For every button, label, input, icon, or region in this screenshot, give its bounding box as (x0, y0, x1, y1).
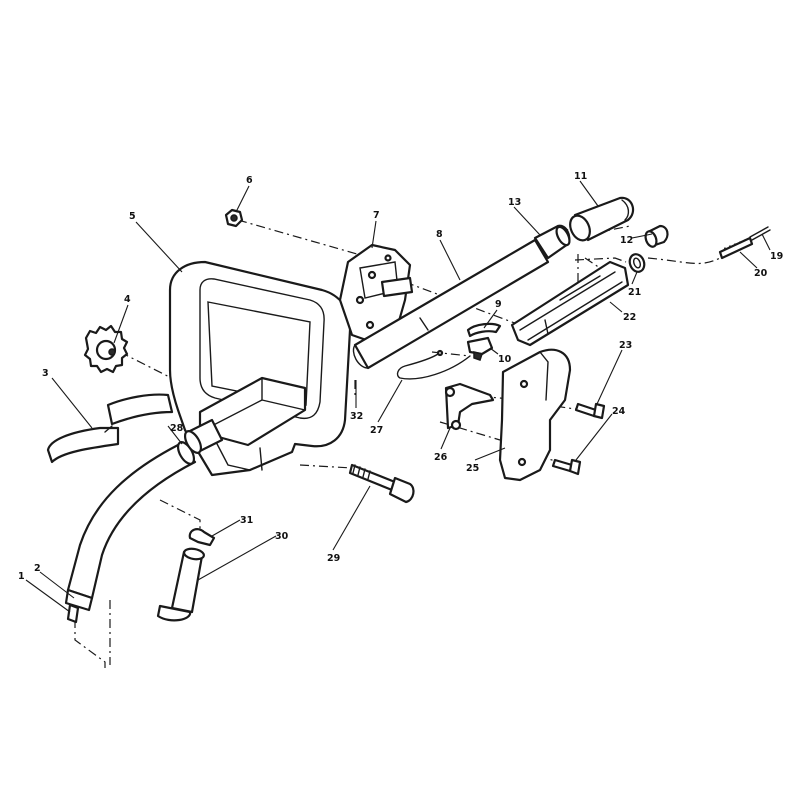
callout-19: 19 (770, 251, 783, 262)
callout-24: 24 (612, 406, 626, 417)
callout-11: 11 (574, 171, 587, 182)
callout-9: 9 (495, 299, 502, 310)
callout-28: 28 (170, 423, 184, 434)
callout-13: 13 (508, 197, 521, 208)
part-32-housing-half (338, 243, 414, 344)
part-27-wire (396, 349, 471, 380)
part-23-screw (574, 402, 606, 420)
part-8-shaft-tube (352, 238, 550, 370)
callout-20: 20 (754, 268, 768, 279)
callout-23: 23 (619, 340, 632, 351)
part-25-trigger-housing (498, 348, 572, 482)
callout-31: 31 (240, 515, 253, 526)
part-26-trigger (444, 382, 495, 431)
callout-32: 32 (350, 411, 363, 422)
callout-2: 2 (34, 563, 41, 574)
callout-6: 6 (246, 175, 253, 186)
part-28-curved-tube (66, 418, 224, 600)
part-19-cable-end (749, 226, 771, 241)
callout-3: 3 (42, 368, 49, 379)
callout-7: 7 (373, 210, 380, 221)
part-11-sleeve (569, 196, 635, 242)
part-22-channel (510, 260, 630, 347)
part-9-switch-cover (466, 322, 502, 338)
part-31-clip (188, 528, 216, 547)
callout-25: 25 (466, 463, 479, 474)
callout-10: 10 (498, 354, 512, 365)
callout-4: 4 (124, 294, 131, 305)
part-1-pin (66, 603, 80, 624)
callout-30: 30 (275, 531, 289, 542)
part-30-sleeve (156, 547, 205, 622)
callout-8: 8 (436, 229, 443, 240)
callout-22: 22 (623, 312, 636, 323)
part-10-switch (466, 336, 494, 361)
part-29-bolt (348, 463, 415, 504)
callout-29: 29 (327, 553, 340, 564)
callout-26: 26 (434, 452, 448, 463)
part-13-tube-end (533, 224, 571, 260)
part-3-handle-cover (46, 393, 174, 464)
callout-5: 5 (129, 211, 136, 222)
callout-labels: 1 2 3 4 5 6 7 8 9 10 11 12 13 19 20 21 2… (18, 171, 783, 582)
callout-12: 12 (620, 235, 633, 246)
part-6-nut (224, 208, 244, 228)
leader-lines (25, 180, 771, 613)
part-12-bushing (644, 224, 669, 248)
callout-1: 1 (18, 571, 25, 582)
part-21-ring (628, 253, 646, 273)
part-20-spring (718, 236, 754, 260)
part-2-tube-end (64, 588, 94, 612)
callout-21: 21 (628, 287, 641, 298)
part-4-knob (83, 324, 129, 374)
part-24-screw (551, 458, 582, 476)
callout-27: 27 (370, 425, 383, 436)
